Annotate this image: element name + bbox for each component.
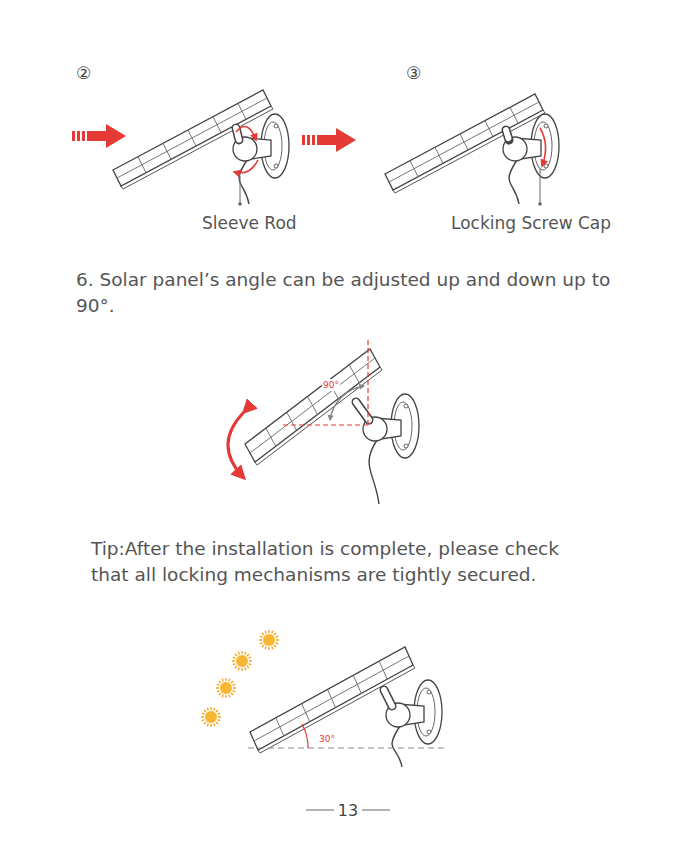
cable xyxy=(239,160,249,204)
screw xyxy=(274,124,278,128)
rotate-arrow xyxy=(236,127,256,140)
part-label: Locking Screw Cap xyxy=(451,212,611,235)
sleeve-rod xyxy=(384,690,392,706)
leader-dot xyxy=(238,202,242,206)
panel-grid xyxy=(389,102,539,182)
angle-label: 30° xyxy=(318,733,336,745)
solar-panel xyxy=(245,349,380,462)
leader-line xyxy=(240,176,241,204)
callout-number: ② xyxy=(76,62,91,85)
sun-rays xyxy=(259,630,279,650)
screw xyxy=(544,164,548,168)
leader-line xyxy=(540,168,541,204)
part-label: Sleeve Rod xyxy=(202,212,297,235)
guide-line xyxy=(367,340,368,428)
screw xyxy=(427,730,431,734)
sleeve-rod-ribs xyxy=(384,690,392,706)
guide-line xyxy=(283,424,368,425)
screw xyxy=(404,404,408,408)
rotate-arrow xyxy=(540,128,546,166)
sun xyxy=(236,655,248,667)
angle-label: 90° xyxy=(322,379,340,391)
rotate-arrow xyxy=(234,160,258,173)
sun-rays xyxy=(216,678,236,698)
panel-edge xyxy=(121,106,273,189)
cable xyxy=(509,160,519,204)
screw xyxy=(274,164,278,168)
solar-panel xyxy=(113,90,271,186)
panel-grid xyxy=(117,98,267,178)
sleeve-rod-ribs xyxy=(356,402,369,420)
leader-dot xyxy=(538,202,542,206)
solar-panel xyxy=(385,94,543,190)
sleeve-rod xyxy=(506,130,509,140)
sun xyxy=(263,634,275,646)
screw xyxy=(427,690,431,694)
sun-rays xyxy=(232,651,252,671)
cable xyxy=(392,726,402,767)
panel-edge xyxy=(255,367,382,465)
angle-arc xyxy=(302,724,308,748)
solar-panel xyxy=(250,647,413,750)
callout-number: ③ xyxy=(406,62,421,85)
step-text: 6. Solar panel’s angle can be adjusted u… xyxy=(76,267,626,320)
sleeve-rod xyxy=(356,402,369,420)
panel-edge xyxy=(393,110,545,193)
sun xyxy=(220,682,232,694)
sun xyxy=(205,711,217,723)
sun-icons xyxy=(201,630,279,727)
cable xyxy=(369,440,379,504)
panel-grid xyxy=(250,358,375,453)
page-rule xyxy=(362,810,390,811)
tilt-arrow xyxy=(228,412,244,478)
panel-edge xyxy=(258,665,415,753)
ground-line xyxy=(248,748,446,749)
page-number: 13 xyxy=(338,800,358,822)
page-rule xyxy=(306,810,334,811)
sun-rays xyxy=(201,707,221,727)
sleeve-rod-ribs xyxy=(506,130,509,140)
screw xyxy=(544,124,548,128)
screw xyxy=(404,444,408,448)
tip-text: Tip:After the installation is complete, … xyxy=(91,536,591,589)
panel-grid xyxy=(254,656,409,741)
